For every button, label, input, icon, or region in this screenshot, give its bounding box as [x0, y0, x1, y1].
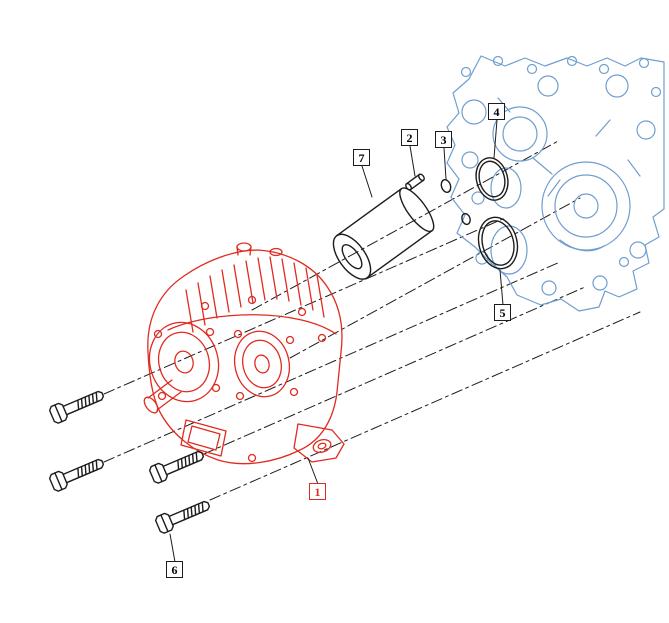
- o-ring-upper-drawing: [475, 157, 509, 201]
- callout-o-ring-upper: 4: [488, 103, 505, 120]
- callout-o-ring-lower: 5: [494, 304, 511, 321]
- pin-drawing: [405, 173, 425, 191]
- context-housing-drawing: [446, 55, 665, 312]
- callout-bolt: 6: [166, 561, 183, 578]
- callout-housing-unit: 1: [309, 483, 326, 500]
- callout-pin: 2: [401, 129, 418, 146]
- highlighted-housing-drawing: [143, 242, 345, 465]
- callout-leader-lines: [169, 119, 504, 563]
- o-ring-lower-drawing: [477, 216, 519, 270]
- callout-o-ring-small: 3: [435, 131, 452, 148]
- filter-cartridge-drawing: [332, 187, 435, 280]
- callout-filter-cartridge: 7: [353, 149, 370, 166]
- o-ring-small-drawing: [440, 178, 471, 226]
